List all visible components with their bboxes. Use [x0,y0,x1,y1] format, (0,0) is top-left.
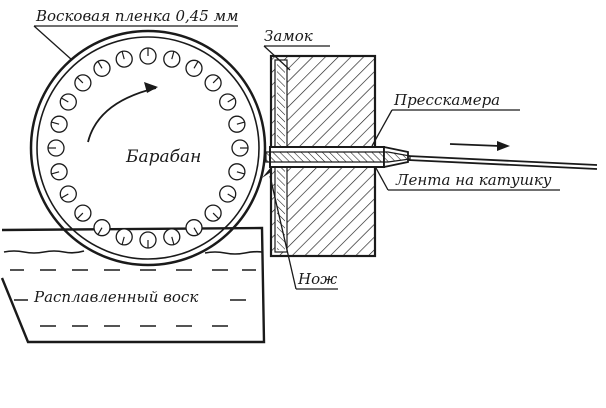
lock-label: Замок [264,27,313,45]
drum-hole-channel [236,121,245,125]
drum-hole-channel [51,121,60,125]
wax-bath [0,226,266,344]
flow-direction-arrow-icon [449,141,510,151]
tape-label: Лента на катушку [395,171,552,189]
drum-hole-channel [212,212,220,220]
drum-holes [47,47,249,249]
drum-hole-channel [61,97,69,103]
drum-label: Барабан [125,147,201,167]
drum-hole-channel [97,61,103,69]
knife-label: Нож [297,270,337,288]
wax-dashes [10,269,256,327]
drum-hole-channel [121,236,125,245]
drum-hole-channel [227,97,235,103]
rotation-arrow-head [144,82,158,93]
drum [29,29,267,267]
drum-hole-channel [121,51,125,60]
drum-hole-channel [76,76,84,84]
drum-hole-channel [193,227,199,235]
drum-hole-channel [97,227,103,235]
press-chamber-label: Пресскамера [393,91,500,109]
drum-hole-channel [61,193,69,199]
molten-wax-label: Расплавленный воск [33,288,198,306]
drum-hole-channel [193,61,199,69]
wax-film-in-chamber [265,151,411,163]
drum-hole-channel [51,171,60,175]
output-tape [407,155,598,170]
wax-film-label: Восковая пленка 0,45 мм [35,7,239,25]
drum-hole-channel [236,171,245,175]
leader-lines [33,25,560,290]
drum-hole-channel [212,76,220,84]
drum-hole-channel [227,193,235,199]
knife [262,167,271,178]
rotation-arrow-icon [87,87,157,143]
drum-hole-channel [76,212,84,220]
drum-hole-channel [171,236,175,245]
wax-surface [3,250,263,255]
drum-hole-channel [171,51,175,60]
lock-press-block [262,54,411,258]
